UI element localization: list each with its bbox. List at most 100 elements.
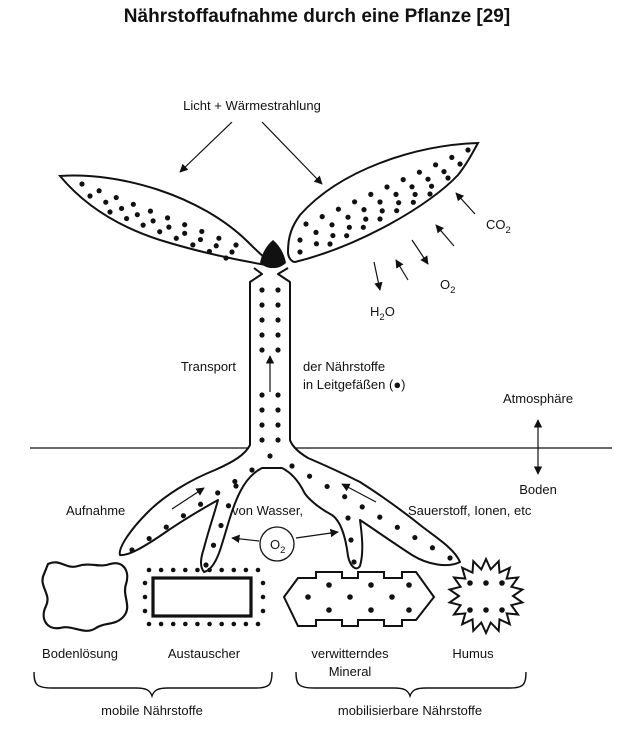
root-dot (197, 501, 204, 507)
leaf-dot (427, 191, 433, 197)
o2-arrow-left (231, 534, 260, 544)
leaf-dot (416, 169, 422, 175)
austauscher-dot (195, 621, 200, 627)
austauscher-dot (158, 567, 164, 573)
leaf-dot (216, 235, 222, 241)
stem-dot (259, 302, 265, 308)
brace-mobile (33, 671, 273, 699)
aufnahme-label: Aufnahme (66, 503, 125, 518)
leaf-dot (173, 235, 179, 241)
mineral-dot (326, 582, 332, 588)
austauscher-dot (243, 567, 249, 573)
humus-star (447, 556, 525, 636)
austauscher-dot (142, 608, 148, 614)
austauscher-dot (183, 567, 188, 573)
stem-dot (259, 437, 265, 443)
leaf-dot (96, 188, 102, 194)
leaf-dot (297, 237, 303, 243)
leaf-dot (352, 199, 358, 205)
co2-label: CO2 (486, 217, 511, 236)
root-dot (342, 494, 348, 500)
leaf-dot (377, 199, 383, 205)
leaf-dot (107, 209, 113, 215)
leaf-dot (465, 147, 471, 153)
austauscher-box (151, 576, 253, 618)
root-dot (289, 463, 295, 469)
austauscher-dot (158, 621, 164, 627)
root-dot (146, 535, 152, 542)
o2-arrow-1 (411, 239, 429, 265)
bodenloesung-label: Bodenlösung (42, 646, 118, 661)
co2-main: CO (486, 217, 506, 232)
leaf-dot (157, 229, 163, 235)
austauscher-dot (142, 580, 148, 586)
leaf-dot (393, 191, 399, 197)
root-dot (377, 514, 383, 520)
leaf-dot (384, 184, 390, 190)
leaf-dot (409, 184, 415, 190)
humus-dots (467, 580, 505, 613)
leaf-dot (379, 208, 385, 214)
root-dot (210, 542, 217, 548)
root-dot (180, 513, 187, 519)
stem-dot (267, 453, 273, 459)
leaf-dot (199, 228, 205, 235)
leaf-dot (361, 207, 367, 213)
leaf-dot (327, 241, 333, 247)
leaf-dot (113, 194, 119, 201)
naehrstoffe-label: der Nährstoffe (303, 359, 385, 374)
austauscher-dot (255, 567, 261, 573)
root-dot (429, 545, 436, 551)
boden-label: Boden (519, 482, 557, 497)
leaf-dot (229, 249, 235, 255)
mineral-dot (389, 594, 395, 600)
leaf-dot (363, 216, 369, 222)
leaf-dot (147, 208, 154, 214)
stem-dot (275, 407, 281, 413)
leaf-dot (182, 230, 188, 236)
bodenloesung-blob (41, 561, 129, 632)
mineral-dot (326, 607, 332, 613)
h2o-h: H (370, 304, 379, 319)
leaf-dot (118, 205, 125, 212)
stem-dot (275, 302, 281, 308)
bud (260, 240, 286, 269)
austauscher-dot (170, 567, 176, 573)
austauscher-dot (255, 621, 261, 627)
leaf-dot (103, 199, 109, 205)
leaf-dot (134, 212, 140, 218)
co2-sub: 2 (506, 225, 511, 236)
leaf-dot (360, 224, 366, 230)
mineral-dots (305, 582, 412, 613)
mineral-dot (406, 607, 412, 613)
stem-dot (275, 317, 281, 323)
leaf-dot (441, 169, 447, 175)
leaf-dot (150, 218, 156, 224)
mineral-dot (368, 582, 374, 588)
austauscher-dot (260, 594, 266, 600)
leaf-dot (377, 216, 383, 222)
stem-dot (259, 407, 265, 413)
austauscher-dot (243, 621, 249, 627)
o2-sub: 2 (450, 285, 455, 296)
mineral-label: Mineral (329, 664, 372, 679)
austauscher-dot (219, 621, 224, 627)
leaf-dot (329, 222, 335, 228)
h2o-label: H2O (370, 304, 395, 323)
root-dot (233, 483, 239, 489)
leitgefaesse-label: in Leitgefäßen (●) (303, 377, 406, 392)
left-leaf (57, 174, 274, 268)
leaf-dot (410, 199, 416, 205)
root-dot (351, 559, 357, 565)
leaf-dot (445, 175, 451, 181)
root-dot (394, 524, 400, 530)
stem-dot (259, 347, 265, 353)
co2-arrow-1 (455, 192, 476, 215)
leaf-dot (313, 229, 319, 235)
austauscher-dot (207, 621, 212, 627)
leaf-dot (428, 183, 435, 189)
o2-arrow-2 (395, 259, 409, 281)
humus-dot (467, 580, 473, 586)
austauscher-dot (231, 567, 237, 573)
